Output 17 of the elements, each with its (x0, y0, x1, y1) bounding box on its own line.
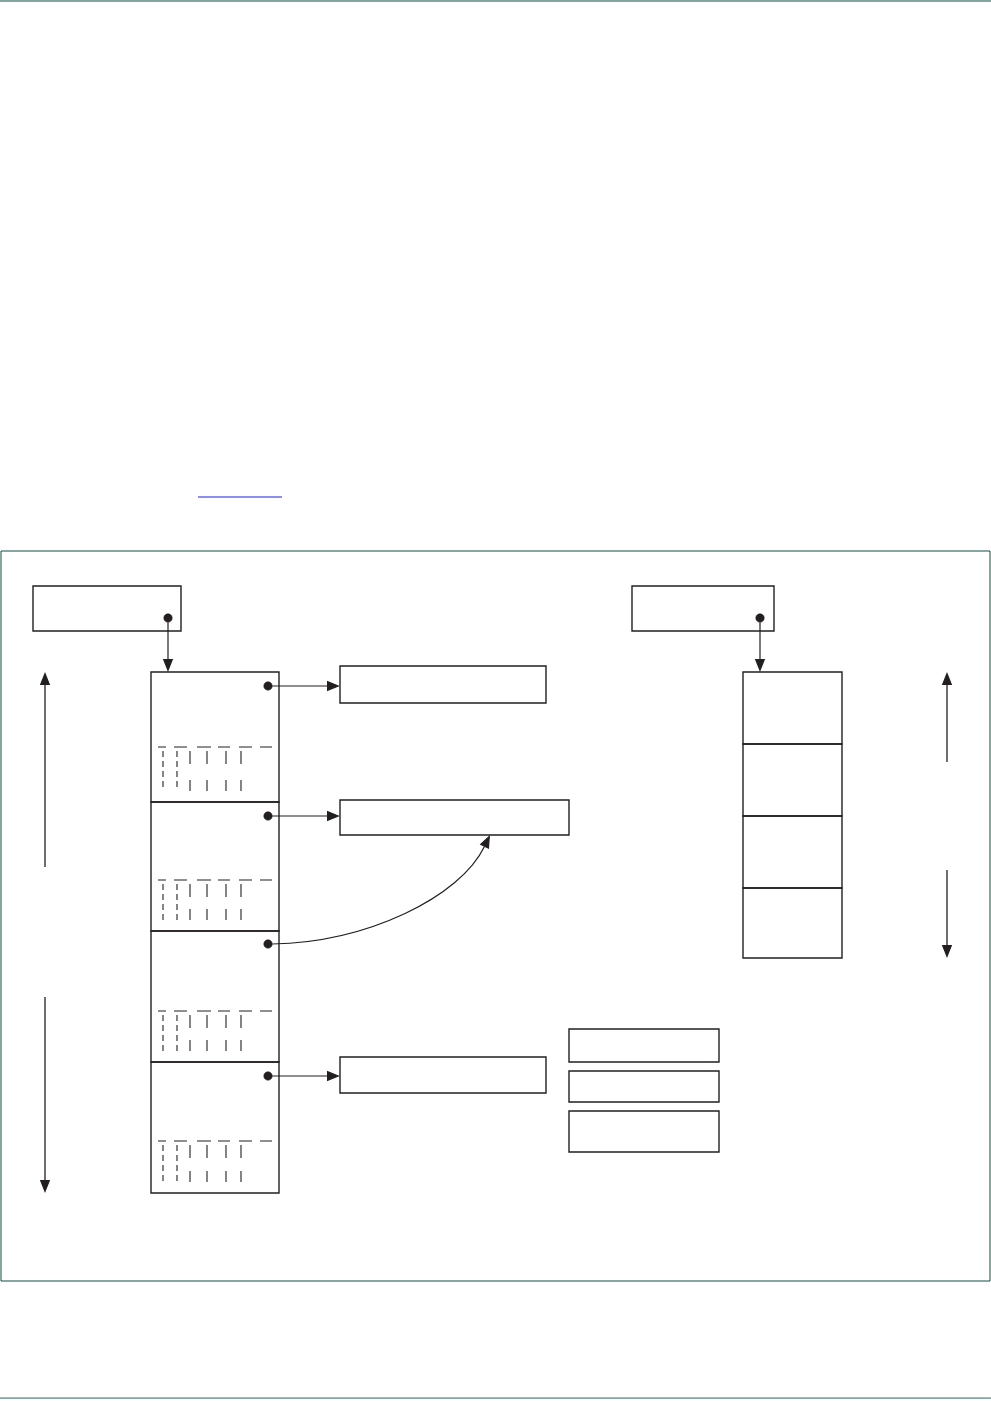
stack-cell (742, 671, 843, 745)
stack-cell (150, 930, 280, 1063)
box (339, 799, 570, 836)
stack-cell (742, 743, 843, 817)
box (568, 1110, 720, 1153)
box (339, 1056, 547, 1094)
box (339, 665, 547, 704)
stack-cell (150, 801, 280, 932)
stack-cell (742, 815, 843, 889)
box (32, 585, 182, 632)
stack-cell (150, 671, 280, 803)
arrow (271, 835, 490, 945)
stack-cell (742, 887, 843, 959)
stack-cell (150, 1061, 280, 1194)
box (631, 585, 775, 632)
box (568, 1070, 720, 1103)
box (568, 1028, 720, 1063)
